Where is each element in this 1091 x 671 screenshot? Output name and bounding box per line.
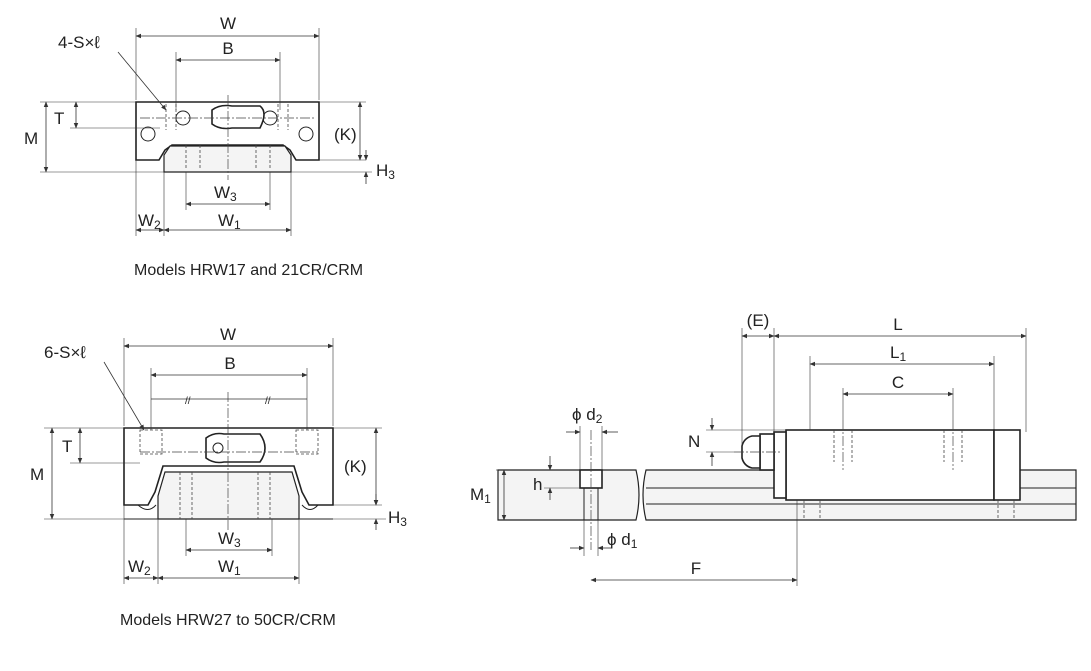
dim-W-small: W [220, 14, 236, 33]
dim-W3-small: W3 [214, 183, 237, 204]
dim-T-small: T [54, 109, 64, 128]
dim-T-large: T [62, 437, 72, 456]
callout-large: 6-S×ℓ [44, 343, 86, 362]
dim-W-large: W [220, 325, 236, 344]
block-outline-small [135, 101, 320, 161]
dim-M-large: M [30, 465, 44, 484]
caption-large-models: Models HRW27 to 50CR/CRM [120, 612, 336, 629]
dim-L: L [893, 315, 902, 334]
dim-W1-large: W1 [218, 557, 241, 578]
block-outline-large [123, 427, 334, 506]
svg-text://: // [265, 396, 271, 407]
dim-K-large: (K) [344, 457, 367, 476]
dim-L1: L1 [890, 343, 906, 364]
dim-E: (E) [747, 311, 770, 330]
dim-B-small: B [222, 39, 233, 58]
dim-M1: M1 [470, 485, 491, 506]
dim-N: N [688, 432, 700, 451]
side-view: (E) L L1 C N ϕ d2 h M1 ϕ d1 F [470, 311, 1077, 586]
rail-outline-large [157, 471, 300, 520]
mount-hole-left-small [140, 126, 156, 142]
dim-h: h [533, 475, 542, 494]
dim-M-small: M [24, 129, 38, 148]
dim-H3-large: H3 [388, 508, 407, 529]
caption-small-models: Models HRW17 and 21CR/CRM [134, 262, 364, 279]
dim-d2: ϕ d2 [572, 405, 603, 426]
block-side [785, 429, 995, 501]
dim-H3-small: H3 [376, 161, 395, 182]
grease-nipple-small [211, 104, 265, 130]
mount-hole-right-small [298, 126, 314, 142]
dim-W1-small: W1 [218, 211, 241, 232]
grease-nipple-large [205, 432, 266, 464]
dim-d1: ϕ d1 [607, 530, 638, 551]
dim-K-small: (K) [334, 125, 357, 144]
svg-text://: // [185, 396, 191, 407]
dim-W2-small: W2 [138, 211, 161, 232]
dim-B-large: B [224, 354, 235, 373]
front-view-small: W B 4-S×ℓ T M (K) H3 W3 W2 W1 [24, 14, 395, 236]
dim-W3-large: W3 [218, 529, 241, 550]
front-view-large: // // W B 6-S×ℓ T M (K) H3 [30, 325, 407, 584]
dim-F: F [691, 559, 701, 578]
dim-W2-large: W2 [128, 557, 151, 578]
dim-C: C [892, 373, 904, 392]
callout-small: 4-S×ℓ [58, 33, 100, 52]
rail-side [497, 469, 640, 521]
rail-outline-small [163, 145, 292, 173]
